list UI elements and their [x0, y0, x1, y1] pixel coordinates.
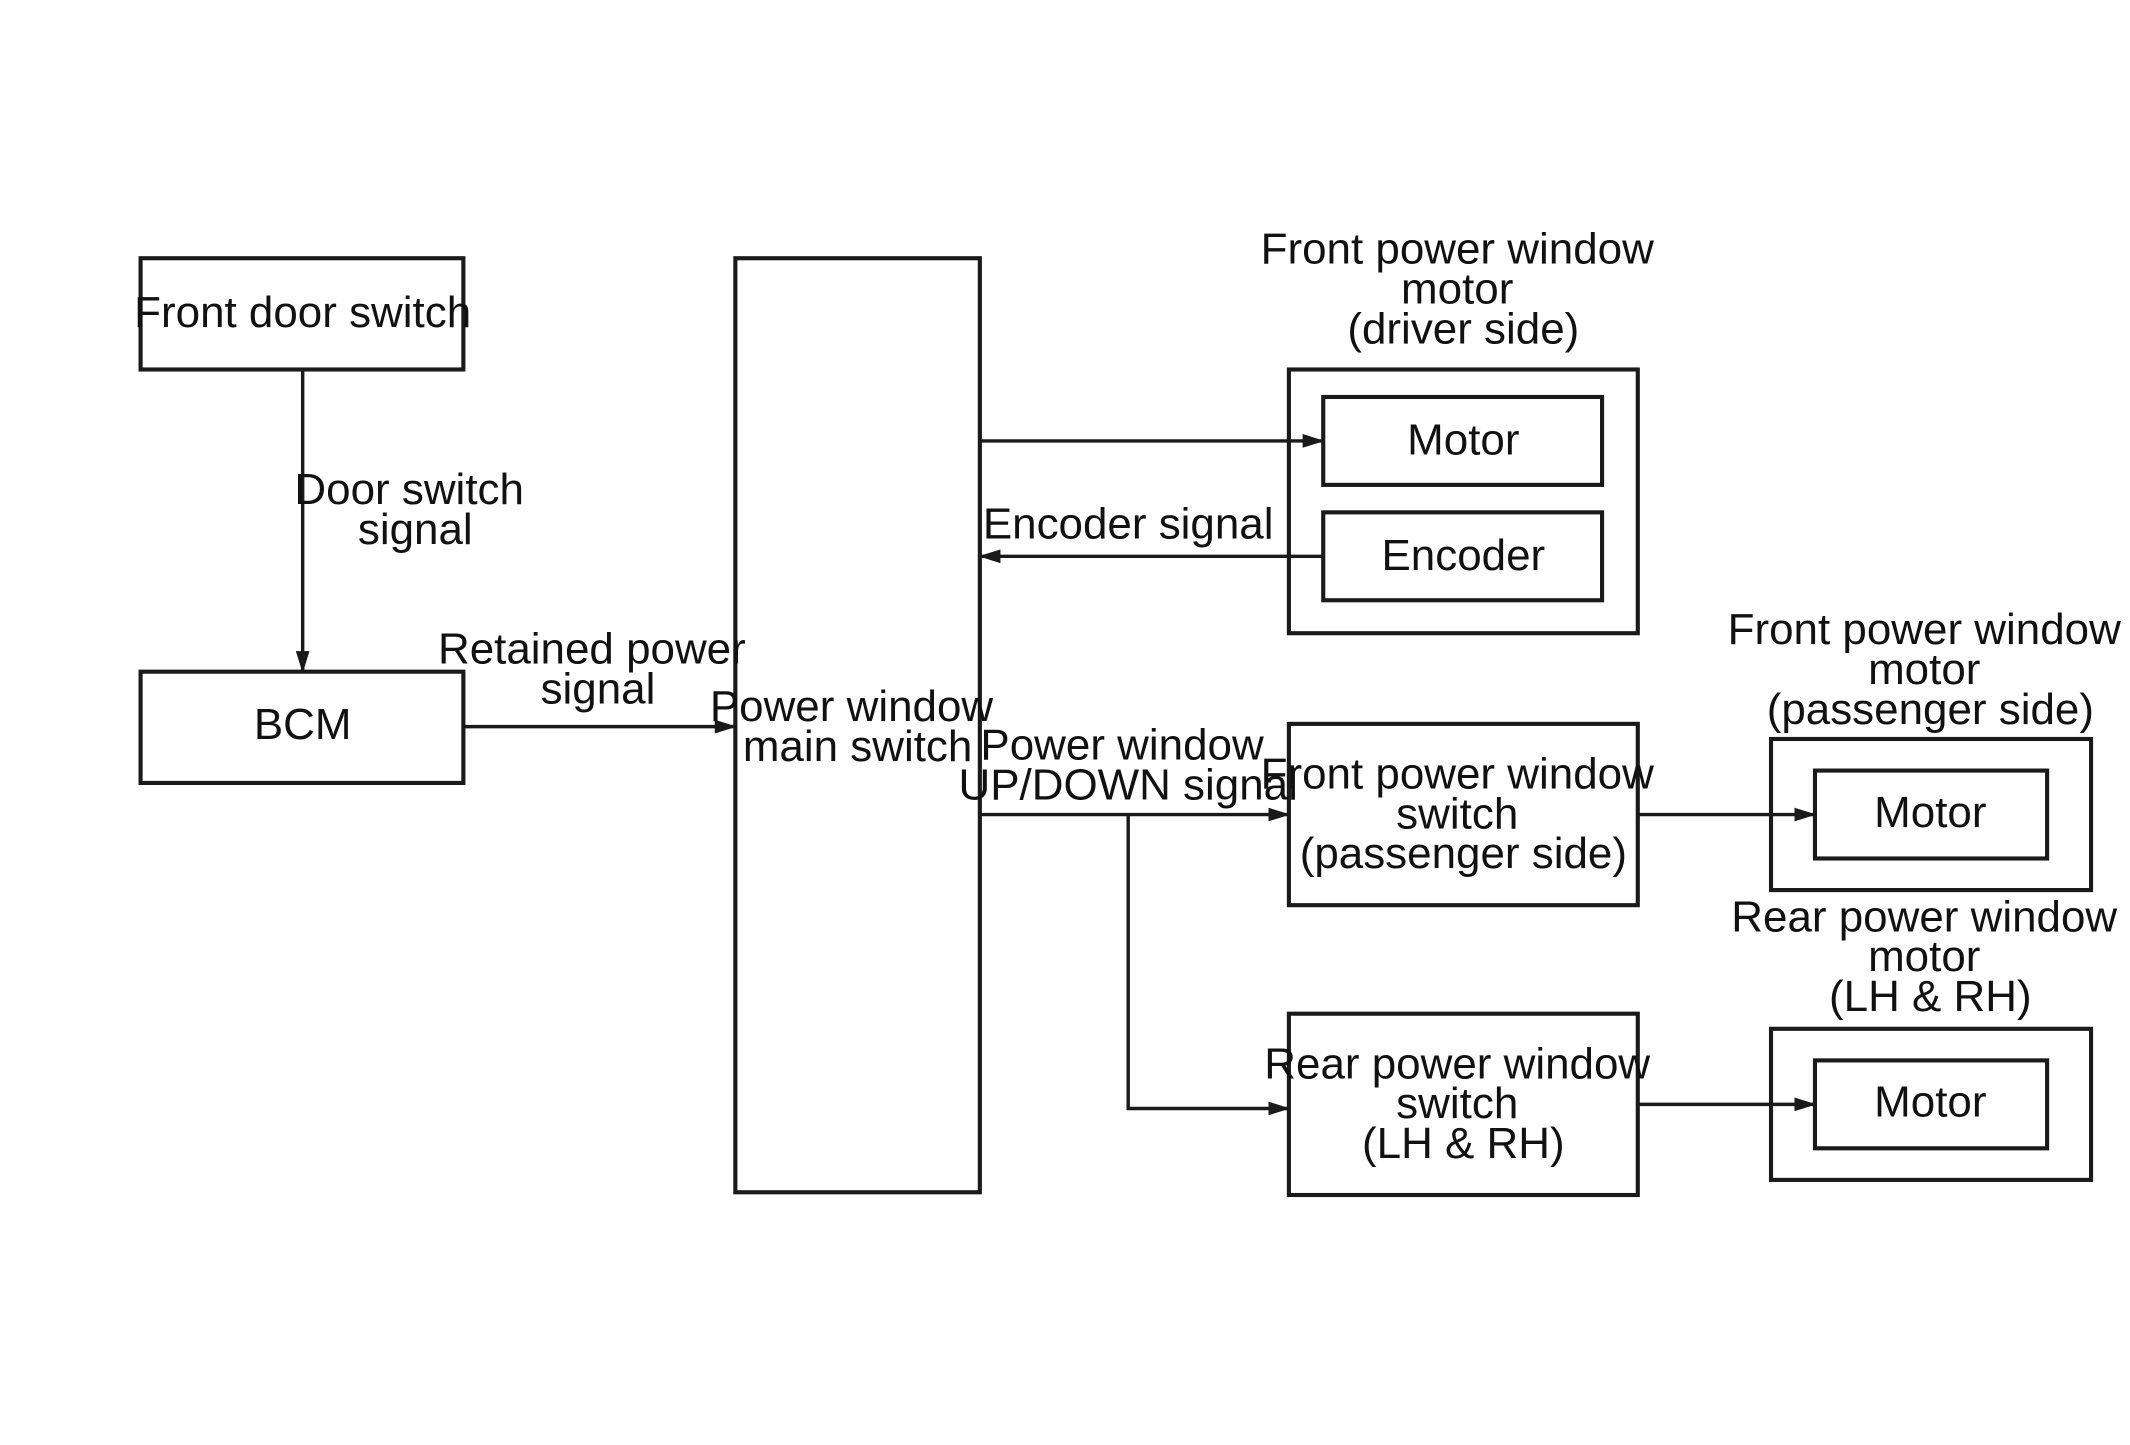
- retained-power-signal-line-2: signal: [541, 664, 656, 713]
- main-switch-line-1: Power window: [710, 682, 994, 731]
- passenger-motor-title: Front power window motor (passenger side…: [1728, 605, 2130, 734]
- updown-signal-rear-arrow: [1126, 814, 1291, 1116]
- driver-motor-title-line-1: Front power window: [1261, 225, 1654, 274]
- main-switch-line-2: main switch: [743, 722, 973, 771]
- rear-motor-title-line-1: Rear power window: [1731, 892, 2117, 941]
- driver-motor-box: [1321, 394, 1605, 487]
- driver-encoder-box: [1321, 510, 1605, 603]
- power-window-main-switch-label: Power window main switch: [710, 682, 1006, 771]
- door-switch-signal-line-2: signal: [358, 505, 473, 554]
- rear-switch-line-1: Rear power window: [1264, 1039, 1650, 1088]
- passenger-motor-label: Motor: [1874, 788, 1986, 837]
- passenger-motor-title-line-3: (passenger side): [1767, 685, 2094, 734]
- retained-power-signal-label: Retained power signal: [438, 624, 758, 713]
- rear-motor-label: Motor: [1874, 1078, 1986, 1127]
- door-switch-signal-label: Door switch signal: [294, 465, 536, 554]
- rear-switch-box: [1286, 1011, 1640, 1198]
- passenger-motor-title-line-2: motor: [1868, 645, 1980, 694]
- passenger-motor-title-line-1: Front power window: [1728, 605, 2121, 654]
- front-passenger-switch-line-1: Front power window: [1261, 749, 1654, 798]
- front-passenger-switch-line-3: (passenger side): [1300, 829, 1627, 878]
- bcm-label: BCM: [254, 700, 352, 749]
- front-passenger-switch-label: Front power window switch (passenger sid…: [1261, 749, 1666, 878]
- updown-signal-label: Power window UP/DOWN signal: [959, 721, 1298, 810]
- passenger-motor-box: [1812, 768, 2050, 861]
- driver-motor-title: Front power window motor (driver side): [1261, 225, 1666, 354]
- updown-signal-line-2: UP/DOWN signal: [959, 760, 1298, 809]
- retained-power-signal-line-1: Retained power: [438, 624, 746, 673]
- power-window-main-switch-box: [733, 256, 982, 1195]
- door-switch-signal-line-1: Door switch: [294, 465, 524, 514]
- rear-motor-title-line-2: motor: [1868, 932, 1980, 981]
- rear-motor-title-line-3: (LH & RH): [1829, 972, 2032, 1021]
- bcm-box: [138, 669, 466, 785]
- driver-encoder-label: Encoder: [1382, 531, 1546, 580]
- driver-motor-title-line-3: (driver side): [1347, 304, 1579, 353]
- driver-motor-title-line-2: motor: [1401, 265, 1513, 314]
- front-door-switch-box: [138, 256, 466, 372]
- updown-signal-line-1: Power window: [980, 721, 1264, 770]
- rear-switch-line-2: switch: [1396, 1079, 1518, 1128]
- rear-switch-label: Rear power window switch (LH & RH): [1264, 1039, 1662, 1168]
- front-passenger-switch-box: [1286, 721, 1640, 908]
- rear-motor-title: Rear power window motor (LH & RH): [1731, 892, 2129, 1021]
- encoder-signal-label: Encoder signal: [983, 499, 1274, 548]
- front-door-switch-label: Front door switch: [134, 288, 471, 337]
- rear-switch-line-3: (LH & RH): [1362, 1119, 1565, 1168]
- front-passenger-switch-line-2: switch: [1396, 789, 1518, 838]
- driver-motor-label: Motor: [1407, 416, 1519, 465]
